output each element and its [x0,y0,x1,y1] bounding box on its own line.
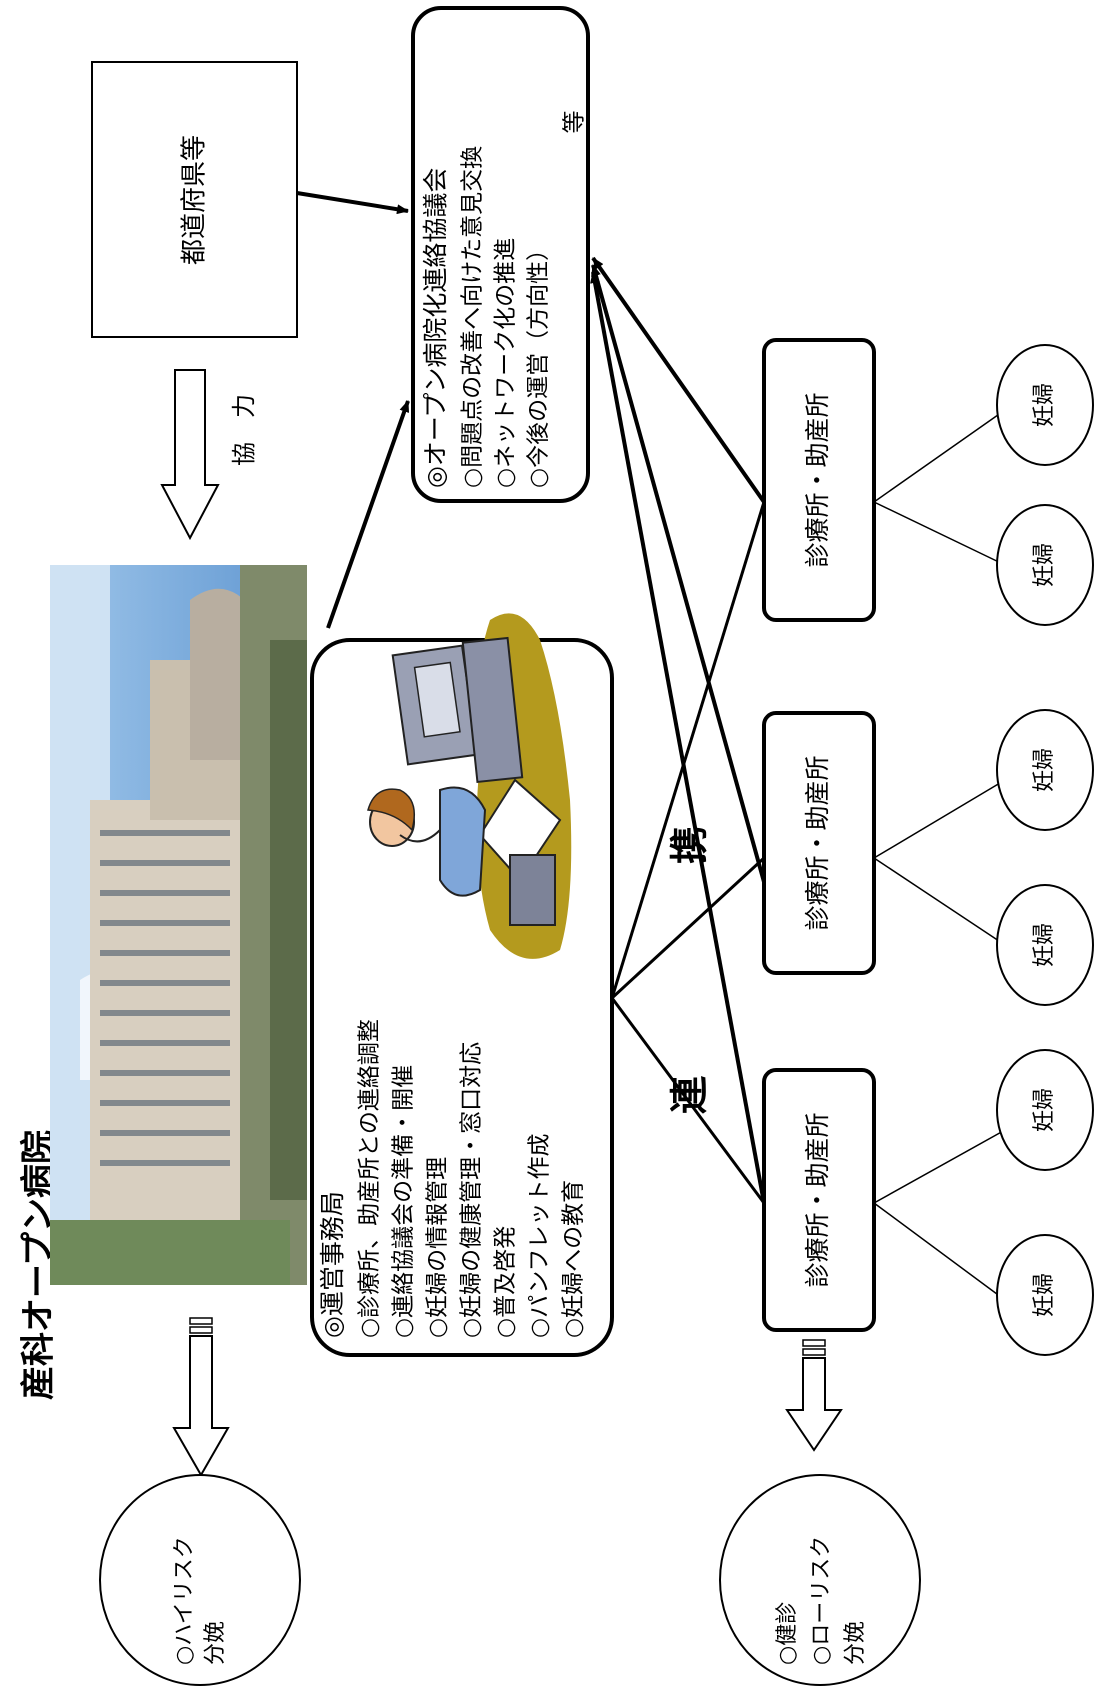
patient-label: 妊婦 [1032,383,1057,427]
clinic-label-1: 診療所・助産所 [803,1112,832,1287]
council-heading: ◎オープン病院化連絡協議会 [421,168,450,488]
prefecture-box [91,61,298,338]
cooperation-arrow [160,369,220,541]
link-label-char: 連 [668,1075,712,1114]
arrow-clinic2-to-council [591,264,766,883]
high-risk-delivery-circle [99,1474,301,1686]
clinic3-patient-link [873,409,1006,503]
hospital-photo [50,565,307,1285]
patient-node [996,1049,1094,1171]
clinic1-patient-link [873,1129,1006,1204]
office-item: ○診療所、助産所との連絡調整 [357,1019,383,1338]
link-office-clinic1 [610,997,766,1204]
patient-label: 妊婦 [1032,543,1057,587]
patient-node [996,884,1094,1006]
patient-label: 妊婦 [1032,923,1057,967]
low-risk-arrow [785,1339,843,1452]
arrow-clinic1-to-council [590,271,766,1204]
patient-label: 妊婦 [1032,1273,1057,1317]
high-risk-line2: 分娩 [203,1621,228,1665]
council-item: ○問題点の改善へ向けた意見交換 [460,146,486,488]
link-label-char: 携 [668,826,712,864]
clinic1-patient-link [873,1202,1006,1301]
low-risk-line1: ○健診 [775,1602,800,1665]
clinic2-patient-link [873,857,1006,946]
clinic-box-1 [762,1068,876,1332]
prefecture-label: 都道府県等 [180,135,210,265]
office-item: ○連絡協議会の準備・開催 [391,1065,417,1338]
arrow-clinic3-to-council [591,256,766,504]
office-heading: ◎運営事務局 [318,1191,347,1338]
clinic-box-3 [762,338,876,622]
council-item: ○ネットワーク化の推進 [493,238,519,488]
patient-label: 妊婦 [1032,748,1057,792]
arrow-prefecture-to-council [296,191,409,215]
office-item: ○パンフレット作成 [527,1133,553,1338]
council-suffix: 等 [562,111,588,134]
office-item: ○普及啓発 [493,1226,519,1338]
patient-node [996,1234,1094,1356]
council-item: ○今後の運営（方向性） [526,238,552,488]
clinic-label-3: 診療所・助産所 [803,392,832,567]
low-risk-line2: ○ローリスク [809,1536,834,1665]
patient-node [996,709,1094,831]
office-item: ○妊婦への教育 [561,1180,587,1338]
office-worker-illustration [367,613,572,959]
high-risk-line1: ○ハイリスク [172,1536,197,1665]
office-item: ○妊婦の情報管理 [425,1157,451,1338]
patient-node [996,504,1094,626]
low-risk-line3: 分娩 [843,1621,868,1665]
low-risk-delivery-circle [719,1474,921,1686]
link-office-clinic2 [610,856,766,1000]
office-item: ○妊婦の健康管理・窓口対応 [459,1042,485,1338]
clinic3-patient-link [873,501,1006,566]
clinic-box-2 [762,711,876,975]
clinic2-patient-link [873,779,1006,859]
cooperation-label: 協 力 [230,394,258,466]
clinic-label-2: 診療所・助産所 [803,755,832,930]
high-risk-arrow [172,1317,230,1478]
council-box [411,6,590,503]
patient-node [996,344,1094,466]
arrow-office-to-council [326,400,410,629]
link-office-clinic3 [610,501,766,999]
patient-label: 妊婦 [1032,1088,1057,1132]
